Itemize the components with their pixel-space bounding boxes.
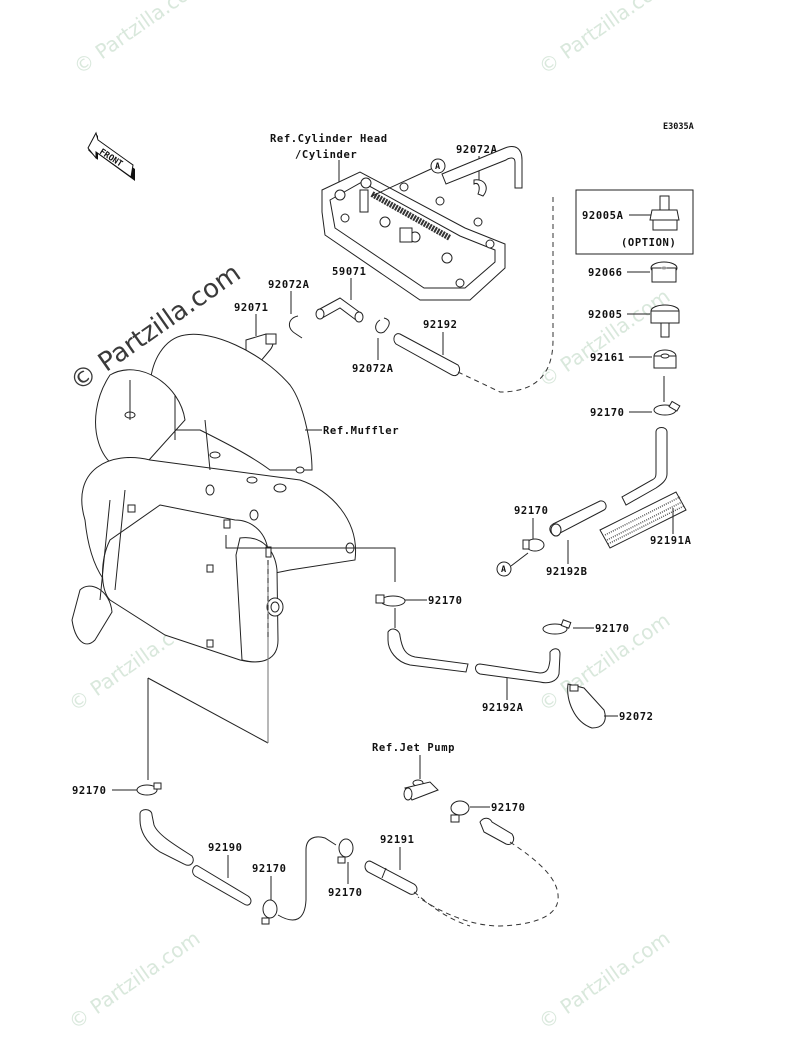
part-label-92161[interactable]: 92161 bbox=[590, 352, 625, 364]
part-label-92192B[interactable]: 92192B bbox=[546, 566, 588, 578]
hose-92191 bbox=[364, 860, 418, 895]
watermark: © Partzilla.com bbox=[64, 926, 204, 1034]
part-label-92170[interactable]: 92170 bbox=[72, 785, 107, 797]
hose-clamp-icon bbox=[136, 782, 162, 796]
part-label-92191A[interactable]: 92191A bbox=[650, 535, 692, 547]
grommet-92161-icon bbox=[653, 349, 677, 369]
part-label-92005[interactable]: 92005 bbox=[588, 309, 623, 321]
option-note: (OPTION) bbox=[621, 237, 676, 249]
watermark: © Partzilla.com bbox=[534, 926, 674, 1034]
ref-muffler-label: Ref.Muffler bbox=[323, 425, 399, 437]
muffler bbox=[71, 333, 357, 663]
hose-92192A-left bbox=[387, 628, 469, 673]
part-label-92170[interactable]: 92170 bbox=[428, 595, 463, 607]
diagram-code: E3035A bbox=[663, 122, 694, 132]
hose-92190 bbox=[192, 865, 252, 906]
part-label-92072[interactable]: 92072 bbox=[619, 711, 654, 723]
band-clamp-92072-icon bbox=[567, 683, 606, 729]
part-label-92072A[interactable]: 92072A bbox=[268, 279, 310, 291]
callout-marker-a-label: A bbox=[501, 565, 506, 575]
hose-92192A-right bbox=[475, 648, 561, 684]
watermark: © Partzilla.com bbox=[534, 284, 674, 392]
part-label-92191[interactable]: 92191 bbox=[380, 834, 415, 846]
part-label-92170[interactable]: 92170 bbox=[590, 407, 625, 419]
ref-cylinder-label: /Cylinder bbox=[295, 149, 357, 161]
hose-92190-bend bbox=[139, 809, 194, 866]
callout-marker-a bbox=[430, 158, 446, 174]
plug-92066-icon bbox=[650, 261, 678, 283]
part-label-92192A[interactable]: 92192A bbox=[482, 702, 524, 714]
callout-marker-a bbox=[496, 561, 512, 577]
clip-92072A-icon bbox=[289, 315, 303, 339]
hose-92192 bbox=[393, 333, 461, 377]
fitting-92005-icon bbox=[650, 304, 680, 338]
watermark: © Partzilla.com bbox=[69, 0, 209, 79]
part-label-92170[interactable]: 92170 bbox=[595, 623, 630, 635]
option-box bbox=[575, 189, 694, 255]
callout-marker-a-label: A bbox=[435, 162, 440, 172]
hose-clamp-icon bbox=[653, 400, 681, 416]
hose-clamp-icon bbox=[261, 899, 278, 925]
part-label-92170[interactable]: 92170 bbox=[514, 505, 549, 517]
jet-pump-fitting-icon bbox=[403, 779, 439, 801]
front-arrow-icon: FRONT bbox=[87, 131, 135, 181]
hose-clamp-icon bbox=[450, 800, 470, 823]
cylinder-head bbox=[321, 171, 506, 301]
part-label-92072A[interactable]: 92072A bbox=[456, 144, 498, 156]
part-label-92170[interactable]: 92170 bbox=[252, 863, 287, 875]
part-label-92066[interactable]: 92066 bbox=[588, 267, 623, 279]
ref-cylinder-head-label: Ref.Cylinder Head bbox=[270, 133, 388, 145]
hose-clamp-icon bbox=[337, 838, 354, 864]
ref-jet-pump-label: Ref.Jet Pump bbox=[372, 742, 455, 754]
hose-clamp-icon bbox=[522, 538, 545, 552]
hose-clamp-icon bbox=[542, 619, 572, 635]
hose-clamp-icon bbox=[375, 594, 406, 607]
part-label-92170[interactable]: 92170 bbox=[328, 887, 363, 899]
elbow-pipe-59071-icon bbox=[315, 297, 364, 323]
part-label-59071[interactable]: 59071 bbox=[332, 266, 367, 278]
part-label-92072A[interactable]: 92072A bbox=[352, 363, 394, 375]
part-label-92170[interactable]: 92170 bbox=[491, 802, 526, 814]
part-label-92071[interactable]: 92071 bbox=[234, 302, 269, 314]
part-label-92005A[interactable]: 92005A bbox=[582, 210, 624, 222]
fitting-92005A-icon bbox=[649, 195, 680, 231]
part-label-92192[interactable]: 92192 bbox=[423, 319, 458, 331]
clip-92072A-icon bbox=[375, 317, 390, 334]
watermark: © Partzilla.com bbox=[534, 0, 674, 79]
part-label-92190[interactable]: 92190 bbox=[208, 842, 243, 854]
corrugated-hose-92191A bbox=[599, 491, 687, 549]
